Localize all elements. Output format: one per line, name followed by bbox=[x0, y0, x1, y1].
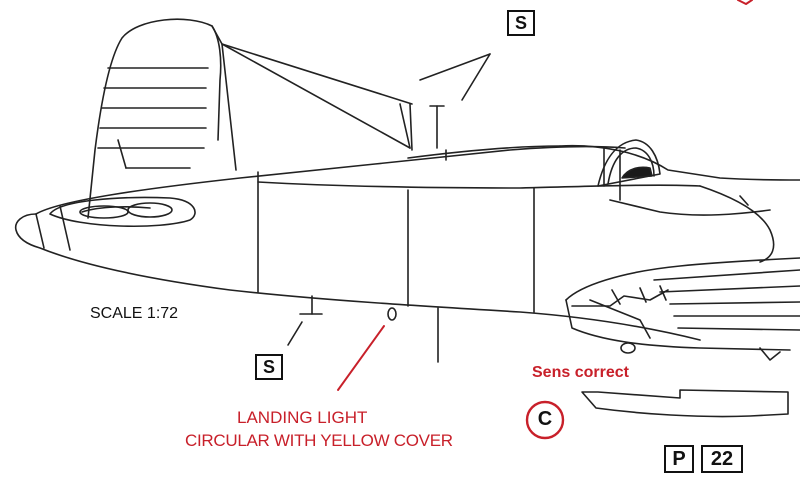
s-callout-bottom: S bbox=[255, 354, 283, 380]
canopy bbox=[597, 139, 661, 187]
antenna-wires bbox=[221, 43, 413, 149]
s-leader-lines bbox=[287, 53, 491, 346]
sens-correct-label: Sens correct bbox=[532, 364, 629, 381]
antenna-masts bbox=[409, 103, 445, 151]
s-callout-top: S bbox=[507, 10, 535, 36]
landing-light-leader bbox=[337, 325, 385, 391]
red-edge-mark bbox=[737, 0, 753, 5]
page-tag-letter: P bbox=[664, 445, 694, 473]
fuselage bbox=[14, 144, 800, 341]
page-tag-number: 22 bbox=[701, 445, 743, 473]
tail-fin bbox=[87, 18, 237, 219]
c-marker-letter: C bbox=[537, 408, 553, 430]
lower-fittings bbox=[299, 295, 439, 363]
correct-direction-part bbox=[581, 389, 789, 418]
scale-label: SCALE 1:72 bbox=[90, 305, 179, 322]
tailplane bbox=[49, 196, 196, 228]
wing bbox=[565, 257, 800, 361]
landing-light-description: CIRCULAR WITH YELLOW COVER bbox=[185, 431, 453, 450]
c-marker-ring bbox=[525, 400, 565, 440]
landing-light-title: LANDING LIGHT bbox=[237, 408, 368, 427]
